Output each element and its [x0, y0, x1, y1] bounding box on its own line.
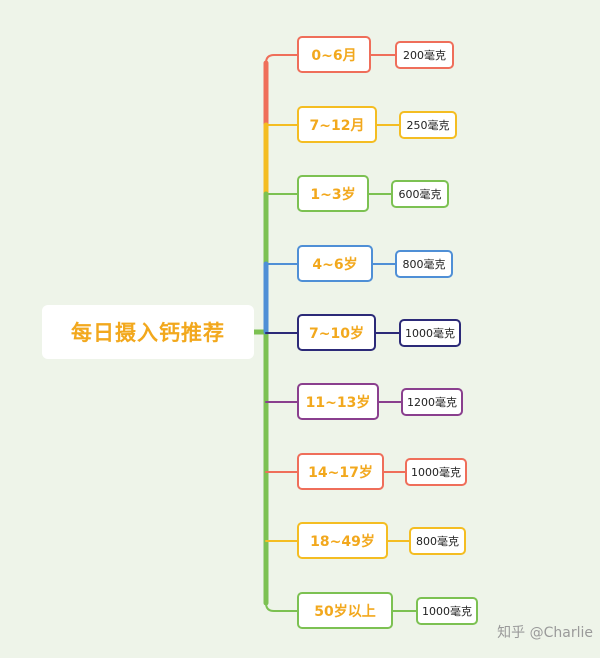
calcium-amount-node: 600毫克 [391, 180, 449, 208]
calcium-amount-node: 200毫克 [395, 41, 454, 69]
branch-connector [265, 602, 298, 612]
age-group-node: 4~6岁 [297, 245, 373, 282]
calcium-amount-node: 1000毫克 [399, 319, 461, 347]
age-group-node: 0~6月 [297, 36, 371, 73]
calcium-amount-node: 250毫克 [399, 111, 457, 139]
age-group-node: 18~49岁 [297, 522, 388, 559]
age-group-node: 1~3岁 [297, 175, 369, 212]
age-group-node: 7~10岁 [297, 314, 376, 351]
age-group-node: 11~13岁 [297, 383, 379, 420]
root-node: 每日摄入钙推荐 [42, 305, 254, 359]
age-group-node: 7~12月 [297, 106, 377, 143]
calcium-amount-node: 800毫克 [409, 527, 466, 555]
age-group-node: 50岁以上 [297, 592, 393, 629]
calcium-amount-node: 1000毫克 [405, 458, 467, 486]
watermark: 知乎 @Charlie [497, 625, 593, 641]
age-group-node: 14~17岁 [297, 453, 384, 490]
branch-connector [265, 54, 298, 64]
calcium-amount-node: 800毫克 [395, 250, 453, 278]
calcium-amount-node: 1200毫克 [401, 388, 463, 416]
calcium-amount-node: 1000毫克 [416, 597, 478, 625]
